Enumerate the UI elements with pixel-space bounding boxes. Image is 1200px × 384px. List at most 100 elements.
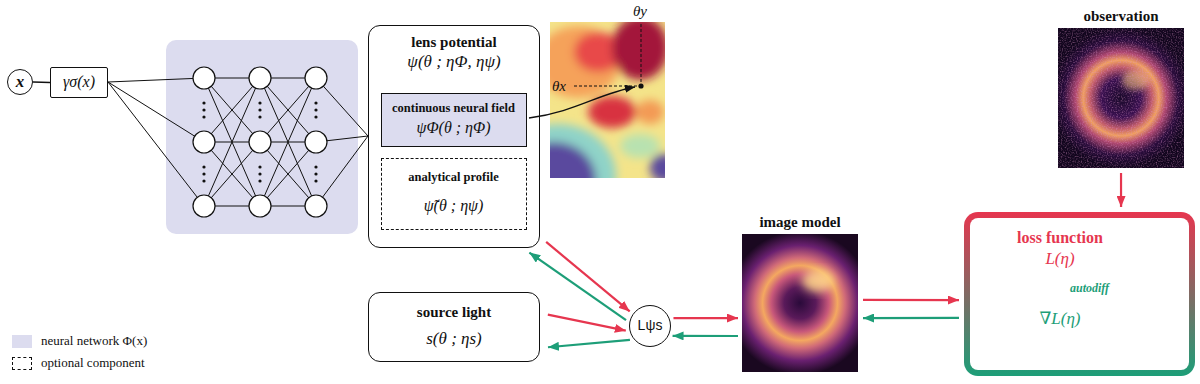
observation-image (1058, 28, 1184, 168)
dot (258, 101, 261, 104)
coordinate-guide (574, 86, 639, 87)
node-text: autodiff (1070, 280, 1189, 296)
node-text: ∇L(η) (970, 308, 1150, 330)
wire (204, 78, 260, 142)
operator-circle: Lψs (629, 305, 671, 347)
connector-arrow (548, 340, 630, 347)
legend-text: neural network Φ(x) (41, 332, 147, 350)
dot (202, 101, 205, 104)
optional-box: analytical profile ψ̃(θ ; ηψ) (381, 158, 527, 230)
connector-arrow (673, 317, 738, 319)
pixel-noise (1058, 28, 1184, 168)
dot (202, 179, 205, 182)
wire (260, 78, 316, 142)
dot (258, 172, 261, 175)
heatmap-blob (620, 134, 660, 158)
axis-label: θy (633, 2, 647, 20)
dot (314, 172, 317, 175)
wire (316, 78, 368, 136)
encoding-box: γσ(x) (50, 67, 108, 98)
connector-arrow (1120, 173, 1122, 207)
ellipsis-dots (202, 101, 317, 182)
neuron (249, 131, 271, 153)
neuron (305, 195, 327, 217)
wire (204, 142, 260, 206)
network-wires (108, 78, 368, 206)
coordinate-guide (641, 24, 642, 84)
model-image (742, 234, 858, 372)
node-text: analytical profile (382, 169, 526, 186)
neuron (305, 67, 327, 89)
dot (258, 115, 261, 118)
connector-arrow (863, 317, 959, 319)
network-panel (166, 40, 358, 234)
node-text: observation (1058, 6, 1184, 26)
neuron (249, 195, 271, 217)
node-text: ψ(θ ; ηΦ, ηψ) (369, 51, 539, 73)
neuron (249, 67, 271, 89)
neurons (193, 67, 327, 217)
connector-arrow (548, 315, 626, 331)
wire (204, 78, 260, 142)
wire (260, 78, 316, 142)
node-text: image model (742, 212, 858, 232)
heatmap-blob (636, 100, 664, 124)
neuron (193, 195, 215, 217)
node-text: ψΦ(θ ; ηΦ) (382, 117, 526, 139)
model-highlight (802, 270, 834, 292)
dot (314, 165, 317, 168)
dot (314, 179, 317, 182)
wire (108, 82, 204, 206)
dot (314, 115, 317, 118)
node-text: Lψs (630, 306, 670, 344)
observed-ring (1058, 28, 1184, 168)
dot (258, 165, 261, 168)
node-text: L(η) (970, 248, 1150, 270)
heatmap-blob (650, 154, 665, 178)
node-text: ψ̃(θ ; ηψ) (382, 194, 526, 218)
dot (314, 108, 317, 111)
heatmap-blob (550, 124, 616, 178)
node-text: lens potential (369, 33, 539, 51)
neuron (193, 67, 215, 89)
connector-arrow (863, 299, 959, 301)
connector-arrow (529, 253, 626, 320)
connector-arrow (546, 242, 630, 311)
query-arrow (529, 87, 635, 118)
image-panel: image model (742, 234, 858, 372)
dot (202, 115, 205, 118)
group-box: lens potentialψ(θ ; ηΦ, ηψ) continuous ne… (368, 25, 540, 248)
wire (108, 78, 204, 82)
loss-box: loss functionL(η) autodiff ∇L(η) (964, 212, 1195, 376)
process-box: continuous neural fieldψΦ(θ ; ηΦ) (381, 93, 527, 147)
dot (202, 108, 205, 111)
dot (258, 108, 261, 111)
image-panel: observation (1058, 28, 1184, 168)
node-text: γσ(x) (51, 68, 107, 96)
wire (260, 142, 316, 206)
dot (314, 101, 317, 104)
node-text: loss function (970, 228, 1150, 248)
legend-text: optional component (41, 354, 145, 372)
heatmap-blob (550, 142, 596, 178)
potential-heatmap (550, 22, 665, 178)
heatmap-blob (612, 22, 665, 80)
model-ring (742, 234, 858, 372)
process-box: source light s(θ ; ηs) (368, 292, 540, 362)
node-text: x (8, 70, 32, 93)
heatmap-blob (588, 96, 636, 128)
node-text: source light (369, 303, 539, 321)
dot (258, 179, 261, 182)
node-text: continuous neural field (382, 100, 526, 117)
neuron (305, 131, 327, 153)
dot (202, 165, 205, 168)
connector-arrow (33, 81, 50, 83)
neuron (193, 131, 215, 153)
legend-sample (12, 357, 32, 370)
dot (202, 172, 205, 175)
input-circle: x (7, 69, 33, 95)
wire (108, 82, 204, 142)
query-point (638, 83, 643, 88)
node-text: s(θ ; ηs) (369, 327, 539, 351)
wire (260, 142, 316, 206)
